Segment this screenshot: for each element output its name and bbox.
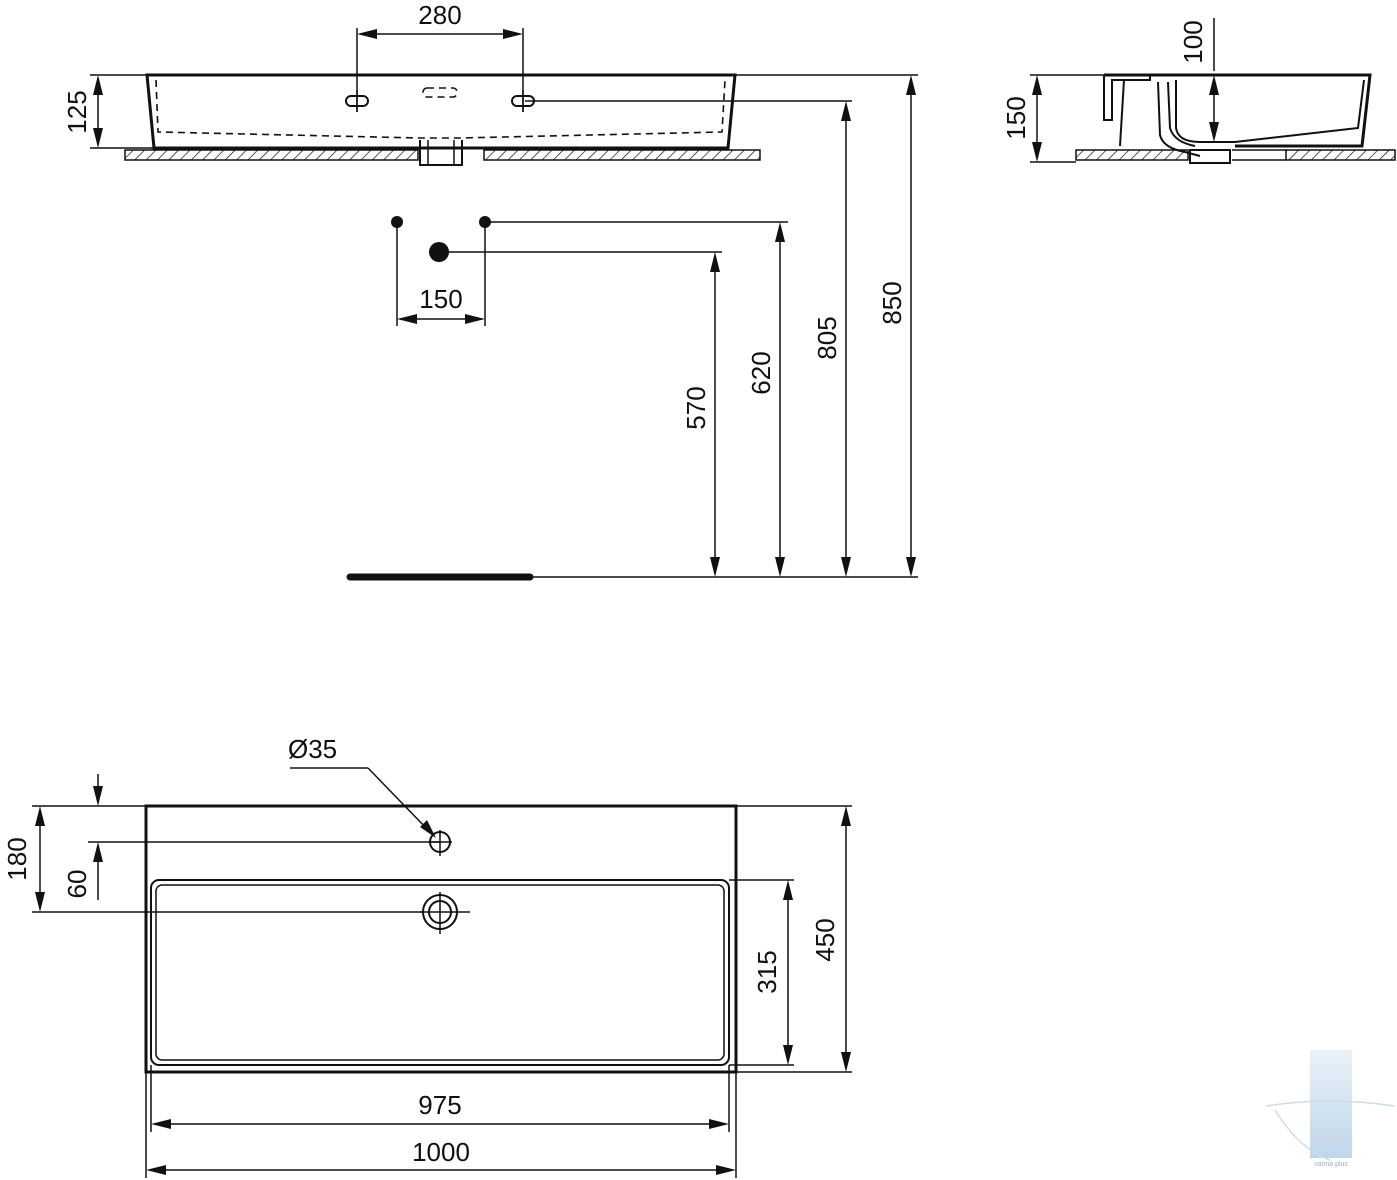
side-waste-outlet: [1189, 149, 1231, 164]
label-bowl-width: 975: [418, 1090, 461, 1120]
dimension-tap-hole-diameter: Ø35: [288, 734, 436, 838]
label-tap-spacing: 280: [418, 0, 461, 30]
label-basin-height-front: 125: [62, 90, 92, 133]
plan-waste: [420, 892, 470, 934]
dimension-bowl-width: 975: [151, 1090, 729, 1129]
plan-basin-outline: [144, 804, 738, 1074]
side-bowl-inner: [1175, 79, 1365, 143]
dimension-bowl-depth: 315: [752, 880, 793, 1065]
dimension-basin-height-front: 125: [62, 74, 154, 149]
front-elevation-view: 280 125: [62, 0, 918, 166]
watermark-logo: vanna plus: [1265, 1050, 1395, 1168]
label-tap-hole-diameter: Ø35: [288, 734, 337, 764]
label-total-width: 1000: [412, 1137, 470, 1167]
side-basin-outline: [1104, 73, 1372, 148]
front-overflow-slot: [422, 87, 458, 98]
label-basin-height-side: 150: [1001, 96, 1031, 139]
label-bowl-offset: 60: [62, 870, 92, 899]
dimension-waste-height: 570: [681, 252, 720, 577]
side-tap-body: [1103, 75, 1151, 121]
front-countertop-left: [124, 149, 419, 161]
label-side-depth: 100: [1178, 20, 1208, 63]
label-waste-height: 570: [681, 386, 711, 429]
dimension-bowl-offset: 60: [62, 774, 103, 900]
front-basin-outline: [145, 73, 737, 150]
plan-view: Ø35 180 60 315: [2, 734, 852, 1178]
watermark-text: vanna plus: [1314, 1161, 1348, 1168]
front-waste-outlet: [419, 140, 463, 166]
dimension-side-depth: 100: [1178, 18, 1219, 142]
dimension-total-width: 1000: [146, 1137, 736, 1175]
label-tap-hole-offset: 180: [2, 837, 32, 880]
dimension-overflow-height: 805: [812, 101, 851, 577]
wall-connection-view: 150 570 620 805: [346, 75, 918, 581]
dimension-supply-spacing: 150: [397, 284, 485, 324]
side-countertop-right: [1285, 149, 1396, 161]
label-supply-height: 620: [746, 351, 776, 394]
dimension-tap-hole-offset: 180: [2, 806, 45, 912]
label-overflow-height: 805: [812, 316, 842, 359]
label-bowl-depth: 315: [752, 950, 782, 993]
plan-bowl-outline: [150, 879, 730, 1066]
label-top-height: 850: [877, 281, 907, 324]
label-supply-spacing: 150: [419, 284, 462, 314]
label-total-depth: 450: [810, 918, 840, 961]
front-countertop-right: [483, 149, 761, 161]
dimension-tap-spacing: 280: [356, 0, 524, 112]
front-bowl-hidden-line: [155, 79, 726, 139]
side-countertop-left: [1075, 149, 1189, 161]
dimension-supply-height: 620: [746, 222, 785, 577]
dimension-basin-height-side: 150: [1001, 74, 1104, 163]
dimension-top-height: 850: [877, 75, 916, 577]
dimension-total-depth: 450: [810, 806, 851, 1072]
side-elevation-view: 150 100: [1001, 18, 1396, 164]
